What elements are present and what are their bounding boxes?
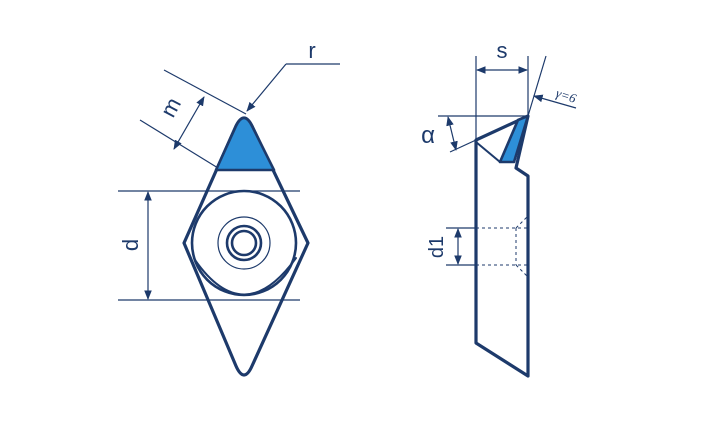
- label-m: m: [155, 93, 186, 121]
- lower-facet-line: [194, 257, 297, 296]
- label-gamma: γ=6: [554, 85, 579, 106]
- r-leader-arrow: [246, 63, 287, 112]
- countersink-circle: [190, 189, 298, 297]
- m-dimension-line: [173, 96, 205, 150]
- gamma-leader-line: [527, 55, 547, 117]
- hole-outer-ring: [217, 216, 271, 270]
- label-alpha: α: [421, 122, 435, 149]
- label-s: s: [497, 38, 508, 63]
- alpha-rake-extension: [449, 115, 529, 153]
- hole-middle-ring: [225, 224, 263, 262]
- m-extension-tip: [163, 69, 247, 115]
- label-r: r: [308, 38, 315, 63]
- hole-countersink-dash-2: [515, 215, 529, 229]
- side-view: d1 s α γ=6: [421, 38, 579, 378]
- hole-countersink-dash-3: [515, 264, 529, 278]
- m-extension-base: [139, 119, 219, 169]
- rake-inner-edge: [475, 141, 501, 163]
- gamma-arrow: [533, 94, 577, 109]
- alpha-dimension-arc: [446, 116, 458, 151]
- label-d: d: [118, 239, 143, 251]
- cutting-tip-fill: [214, 116, 276, 172]
- front-view: d m r: [118, 38, 340, 377]
- label-d1: d1: [426, 236, 448, 258]
- hole-inner-ring: [230, 229, 258, 257]
